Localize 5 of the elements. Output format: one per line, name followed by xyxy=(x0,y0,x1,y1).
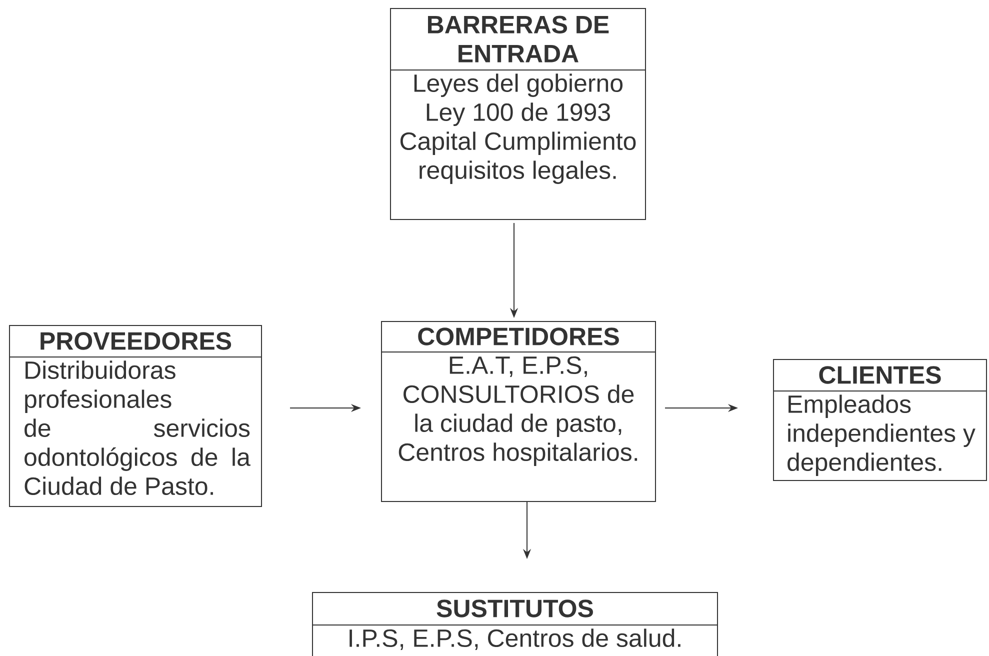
labeled-box: BARRERAS DE ENTRADA Leyes del gobierno Ley 100 de 1993 Capital Cumplimiento requisitos legales. xyxy=(390,8,646,220)
labeled-box: PROVEEDORES Distribuidoras profesionales de servicios odontológicos de la Ciudad de Pasto. xyxy=(9,325,262,507)
labeled-box: SUSTITUTOS I.P.S, E.P.S, Centros de salud. xyxy=(312,592,718,656)
labeled-box: CLIENTES Empleados independientes y dependientes. xyxy=(773,359,987,481)
labeled-box: COMPETIDORES E.A.T, E.P.S, CONSULTORIOS de la ciudad de pasto, Centros hospitalarios. xyxy=(381,321,656,502)
